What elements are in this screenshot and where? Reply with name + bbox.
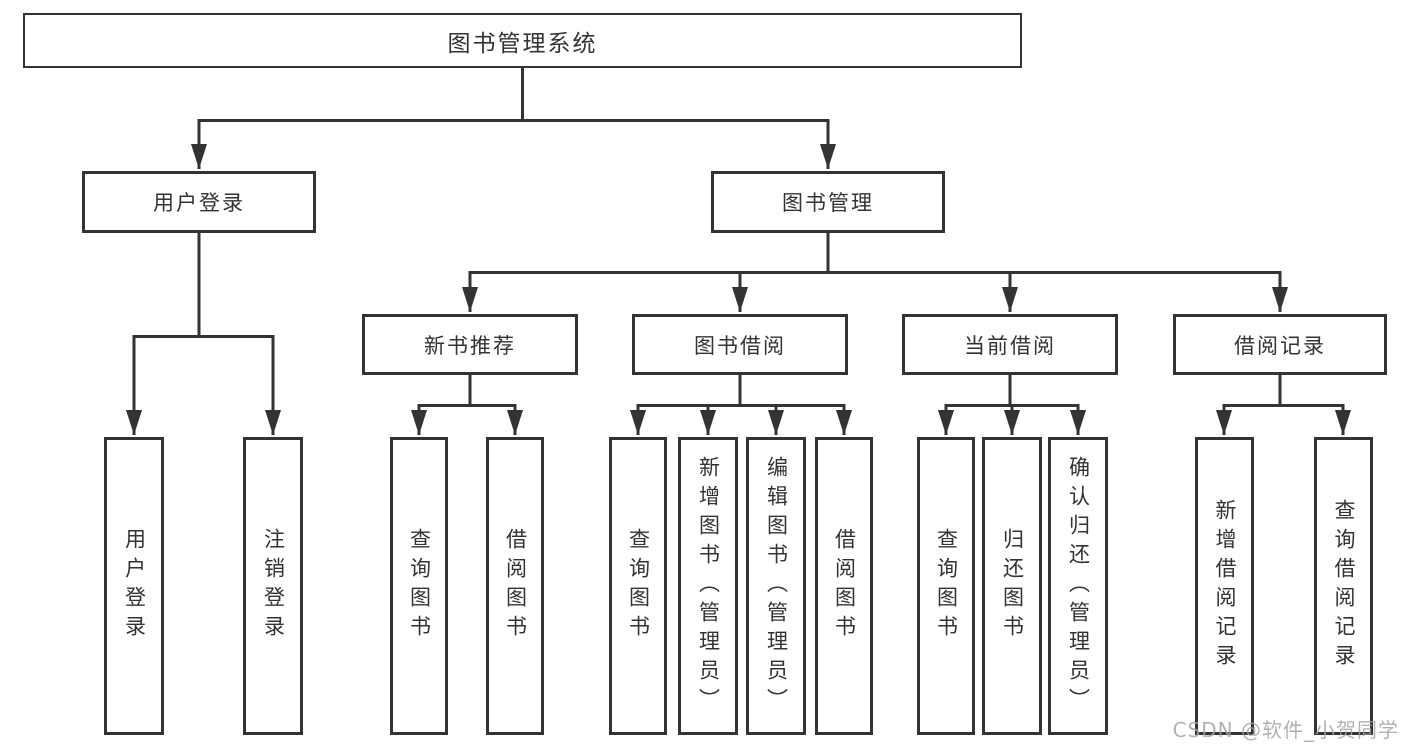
node-user-login: 用户登录 (82, 171, 316, 233)
leaf-query-books-recommend: 查询图书 (390, 437, 448, 735)
node-new-book-recommend: 新书推荐 (362, 314, 578, 375)
node-borrowing-records: 借阅记录 (1173, 314, 1387, 375)
node-book-management: 图书管理 (711, 171, 945, 233)
connector-borrowing-records-to-leaves (1216, 375, 1351, 435)
leaf-return-book: 归还图书 (982, 437, 1042, 735)
leaf-confirm-return-admin: 确认归还（管理员） (1048, 437, 1108, 735)
connector-root-to-level2 (191, 67, 836, 169)
leaf-borrow-books-recommend: 借阅图书 (486, 437, 544, 735)
connector-user-login-to-leaves (126, 233, 281, 435)
leaf-query-borrow-record: 查询借阅记录 (1314, 437, 1373, 735)
node-current-borrowing: 当前借阅 (902, 314, 1118, 375)
node-root-library-system: 图书管理系统 (23, 13, 1022, 68)
leaf-add-book-admin: 新增图书（管理员） (678, 437, 738, 735)
connector-book-management-to-level3 (462, 233, 1288, 312)
leaf-query-books-borrowing: 查询图书 (609, 437, 667, 735)
leaf-user-login: 用户登录 (104, 437, 164, 735)
leaf-edit-book-admin: 编辑图书（管理员） (746, 437, 806, 735)
watermark: CSDN @软件_小贺同学 (1172, 718, 1399, 742)
leaf-logout-login: 注销登录 (243, 437, 303, 735)
leaf-add-borrow-record: 新增借阅记录 (1195, 437, 1254, 735)
leaf-query-books-current: 查询图书 (917, 437, 975, 735)
connector-new-book-to-leaves (411, 375, 523, 435)
leaf-borrow-books-borrowing: 借阅图书 (815, 437, 873, 735)
connector-book-borrowing-to-leaves (630, 375, 852, 435)
node-book-borrowing: 图书借阅 (632, 314, 848, 375)
connector-current-borrowing-to-leaves (938, 375, 1086, 435)
